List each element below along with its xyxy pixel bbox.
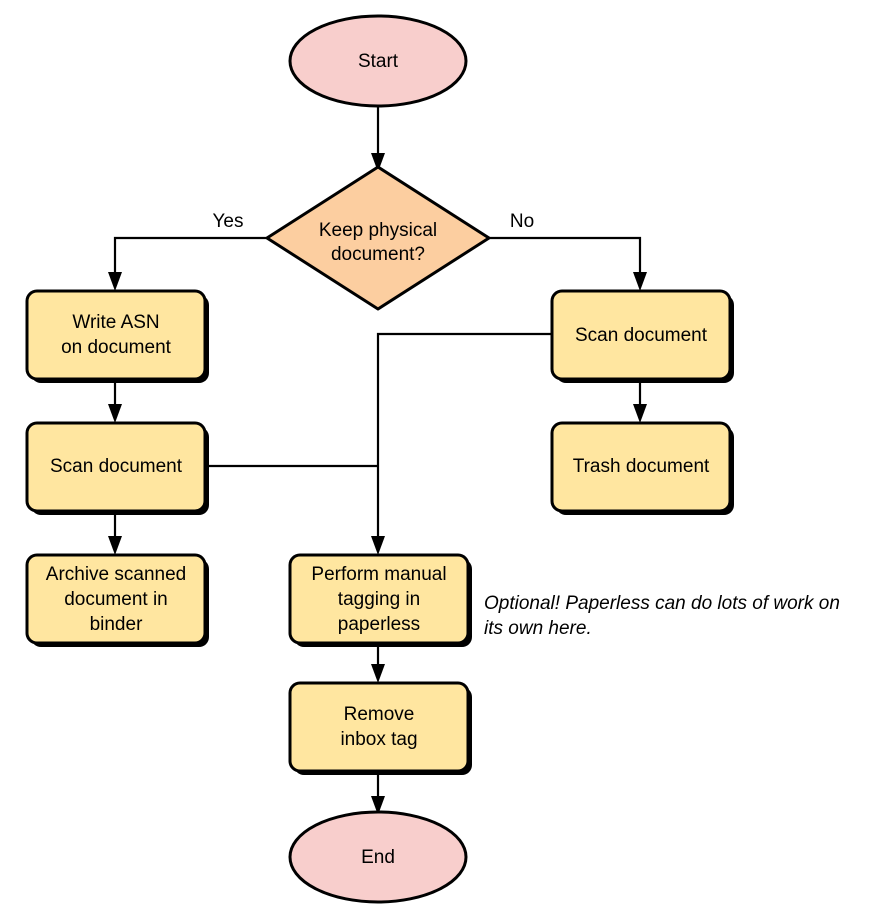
node-write-asn[interactable]: Write ASN on document	[25, 289, 209, 383]
annotation-note-optional: Optional! Paperless can do lots of work …	[484, 593, 840, 639]
node-scan-document-right-label: Scan document	[575, 325, 708, 346]
node-end-label: End	[361, 847, 395, 868]
edge-scanright-to-trash	[633, 379, 647, 423]
edge-removeinbox-to-end	[371, 771, 385, 815]
node-archive-label-line1: Archive scanned	[46, 564, 186, 585]
annotation-note-line2: its own here.	[484, 618, 592, 639]
edge-decision-no	[489, 236, 647, 291]
node-remove-inbox-tag[interactable]: Remove inbox tag	[288, 681, 472, 775]
node-decision-label-line1: Keep physical	[319, 220, 437, 241]
edge-writeasn-to-scanleft	[108, 379, 122, 423]
edge-scanleft-to-archive	[108, 511, 122, 555]
edge-scanright-to-tagging	[371, 332, 552, 555]
node-scan-document-right[interactable]: Scan document	[550, 289, 734, 383]
node-end[interactable]: End	[288, 810, 468, 904]
edge-tagging-to-removeinbox	[371, 643, 385, 683]
node-trash-document[interactable]: Trash document	[550, 421, 734, 515]
node-archive-label-line2: document in	[64, 589, 168, 610]
node-tagging-label-line2: tagging in	[338, 589, 420, 610]
node-decision-label-line2: document?	[331, 244, 425, 265]
edge-label-yes: Yes	[213, 211, 244, 232]
node-tagging-label-line3: paperless	[338, 614, 420, 635]
node-remove-inbox-label-line2: inbox tag	[340, 729, 417, 750]
edge-label-no: No	[510, 211, 534, 232]
node-perform-manual-tagging[interactable]: Perform manual tagging in paperless	[288, 553, 472, 647]
node-archive-scanned-document[interactable]: Archive scanned document in binder	[25, 553, 209, 647]
node-scan-document-left[interactable]: Scan document	[25, 421, 209, 515]
edge-decision-yes	[108, 236, 267, 291]
node-remove-inbox-label-line1: Remove	[344, 704, 415, 725]
node-start-label: Start	[358, 51, 399, 72]
node-write-asn-label-line1: Write ASN	[72, 312, 159, 333]
node-decision-keep-physical-document[interactable]: Keep physical document?	[265, 165, 491, 311]
node-archive-label-line3: binder	[90, 614, 143, 635]
node-tagging-label-line1: Perform manual	[311, 564, 446, 585]
node-scan-document-left-label: Scan document	[50, 456, 183, 477]
annotation-note-line1: Optional! Paperless can do lots of work …	[484, 593, 840, 614]
node-start[interactable]: Start	[288, 14, 468, 108]
node-write-asn-label-line2: on document	[61, 337, 172, 358]
edge-start-to-decision	[371, 104, 385, 172]
node-trash-document-label: Trash document	[573, 456, 710, 477]
